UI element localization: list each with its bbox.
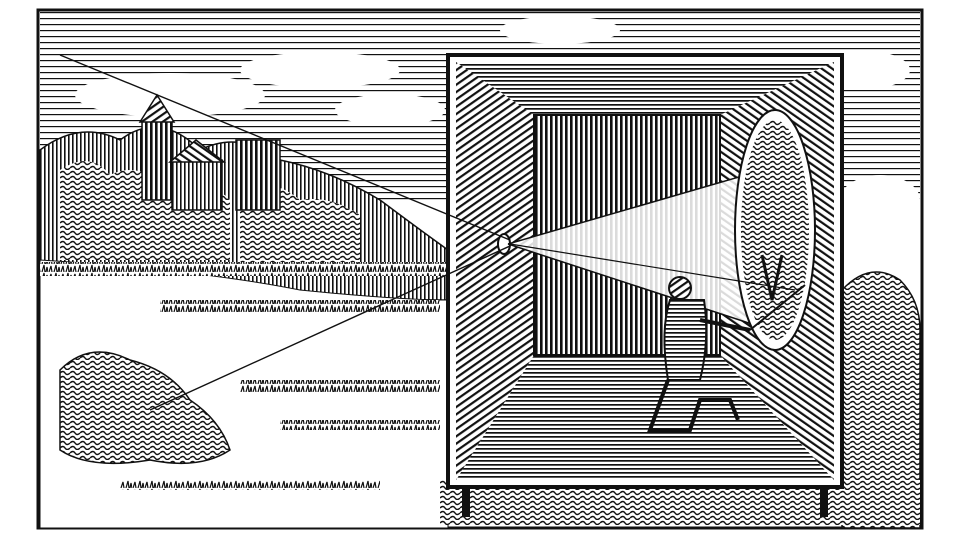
light-rays — [59, 54, 796, 411]
castle — [138, 93, 281, 211]
meadow — [39, 259, 450, 529]
kneeling-figure — [647, 276, 806, 432]
projected-image — [734, 109, 816, 351]
light-cone — [507, 167, 771, 331]
